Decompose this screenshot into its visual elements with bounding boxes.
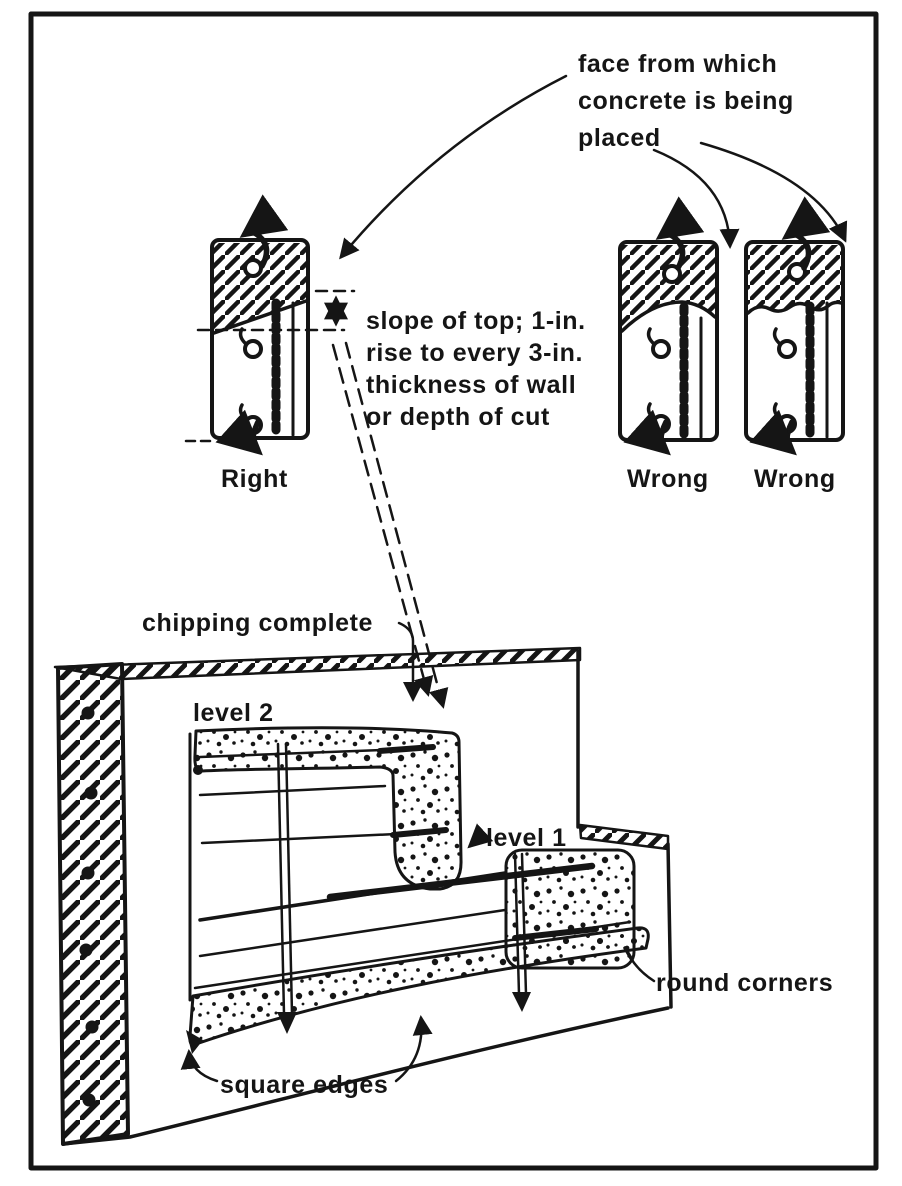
face-annotation-line: face from which — [578, 50, 778, 78]
wall-top-surface — [53, 646, 673, 1009]
level1-chipped-concrete — [504, 848, 636, 970]
slope-dimension — [184, 289, 356, 443]
ground-outline — [61, 732, 670, 1146]
face-annotation-line: concrete is being — [578, 87, 794, 115]
wrong-wall-detail-2 — [744, 196, 845, 456]
wrong-wall-detail-1 — [618, 196, 719, 456]
face-leader-arrow — [339, 74, 568, 260]
chipping-complete-label: chipping complete — [142, 609, 374, 637]
face-annotation-line: placed — [578, 124, 661, 152]
figure-border — [28, 11, 879, 1171]
level1-label: level 1 — [486, 824, 567, 852]
face-annotation: face from which concrete is being placed — [578, 46, 794, 157]
level2-chipped-concrete — [193, 726, 463, 891]
round-corners-leader — [623, 946, 656, 983]
square-edges-label: square edges — [220, 1071, 389, 1099]
right-caption: Right — [221, 465, 288, 493]
wrong-caption-1: Wrong — [627, 465, 709, 493]
round-corners-label: round corners — [656, 969, 834, 997]
level1-pointer-arrow — [467, 823, 494, 849]
wrong-caption-2: Wrong — [754, 465, 836, 493]
slope-annotation-line: or depth of cut — [366, 403, 550, 431]
slope-annotation-line: rise to every 3-in. — [366, 339, 584, 367]
slope-annotation-line: thickness of wall — [366, 371, 577, 399]
wrong-leader-arrows — [652, 141, 848, 249]
chipping-leader-arrow — [397, 621, 423, 702]
dowel-bars — [276, 742, 531, 1034]
square-edges-leaders — [180, 765, 433, 1083]
existing-wall-cross-section — [56, 662, 130, 1146]
right-wall-detail — [210, 194, 310, 456]
slope-annotation-line: slope of top; 1-in. — [366, 307, 586, 335]
slope-annotation: slope of top; 1-in. rise to every 3-in. … — [366, 305, 586, 433]
rebar-horizontal — [193, 744, 632, 990]
level2-label: level 2 — [193, 699, 274, 727]
